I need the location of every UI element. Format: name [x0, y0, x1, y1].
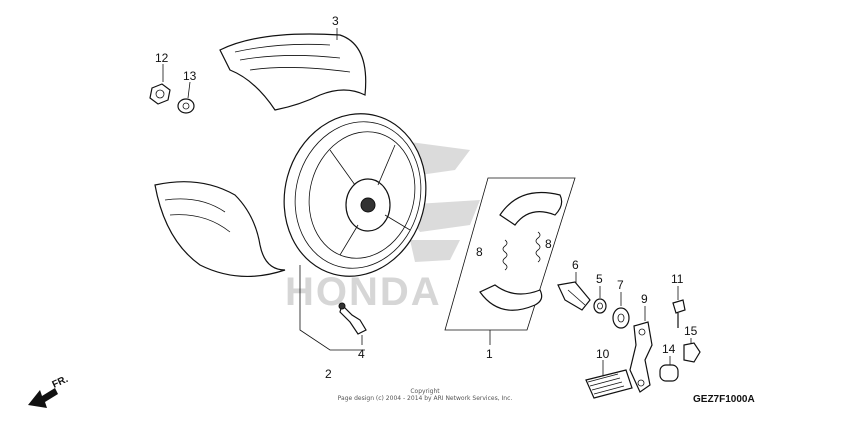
- callout-6: 6: [572, 258, 579, 272]
- seal-5: [593, 298, 607, 314]
- valve-stem: [338, 302, 367, 335]
- diagram-code: GEZ7F1000A: [693, 394, 755, 405]
- joint-14: [659, 364, 679, 382]
- callout-1: 1: [486, 347, 493, 361]
- callout-10: 10: [596, 347, 610, 361]
- brake-cam: [557, 281, 591, 311]
- wheel-rim: [283, 113, 427, 277]
- callout-9: 9: [641, 292, 648, 306]
- leader-2: [299, 265, 365, 351]
- callout-2: 2: [325, 367, 332, 381]
- callout-5: 5: [596, 272, 603, 286]
- callout-7: 7: [617, 278, 624, 292]
- honda-watermark-text: HONDA: [285, 270, 442, 314]
- footer-copyright: Copyright: [410, 388, 440, 395]
- brake-shoe-panel: [444, 177, 576, 331]
- brake-arm: [629, 321, 653, 393]
- washer-13: [177, 98, 195, 114]
- callout-8a: 8: [476, 245, 483, 259]
- return-spring: [585, 369, 633, 399]
- callout-4: 4: [358, 347, 365, 361]
- indicator-7: [612, 307, 630, 329]
- direction-label: FR.: [51, 374, 70, 391]
- callout-15: 15: [684, 324, 698, 338]
- callout-12: 12: [155, 51, 169, 65]
- footer-credit: Page design (c) 2004 - 2014 by ARI Netwo…: [338, 395, 513, 402]
- tire: [154, 33, 367, 277]
- callout-11: 11: [671, 272, 684, 286]
- callout-8b: 8: [545, 237, 552, 251]
- bolt-11: [672, 299, 686, 328]
- front-direction-arrow-icon: [28, 388, 58, 408]
- callout-13: 13: [183, 69, 197, 83]
- callout-14: 14: [662, 342, 676, 356]
- nut-12: [149, 83, 171, 105]
- callout-3: 3: [332, 14, 339, 28]
- nut-15: [683, 342, 701, 363]
